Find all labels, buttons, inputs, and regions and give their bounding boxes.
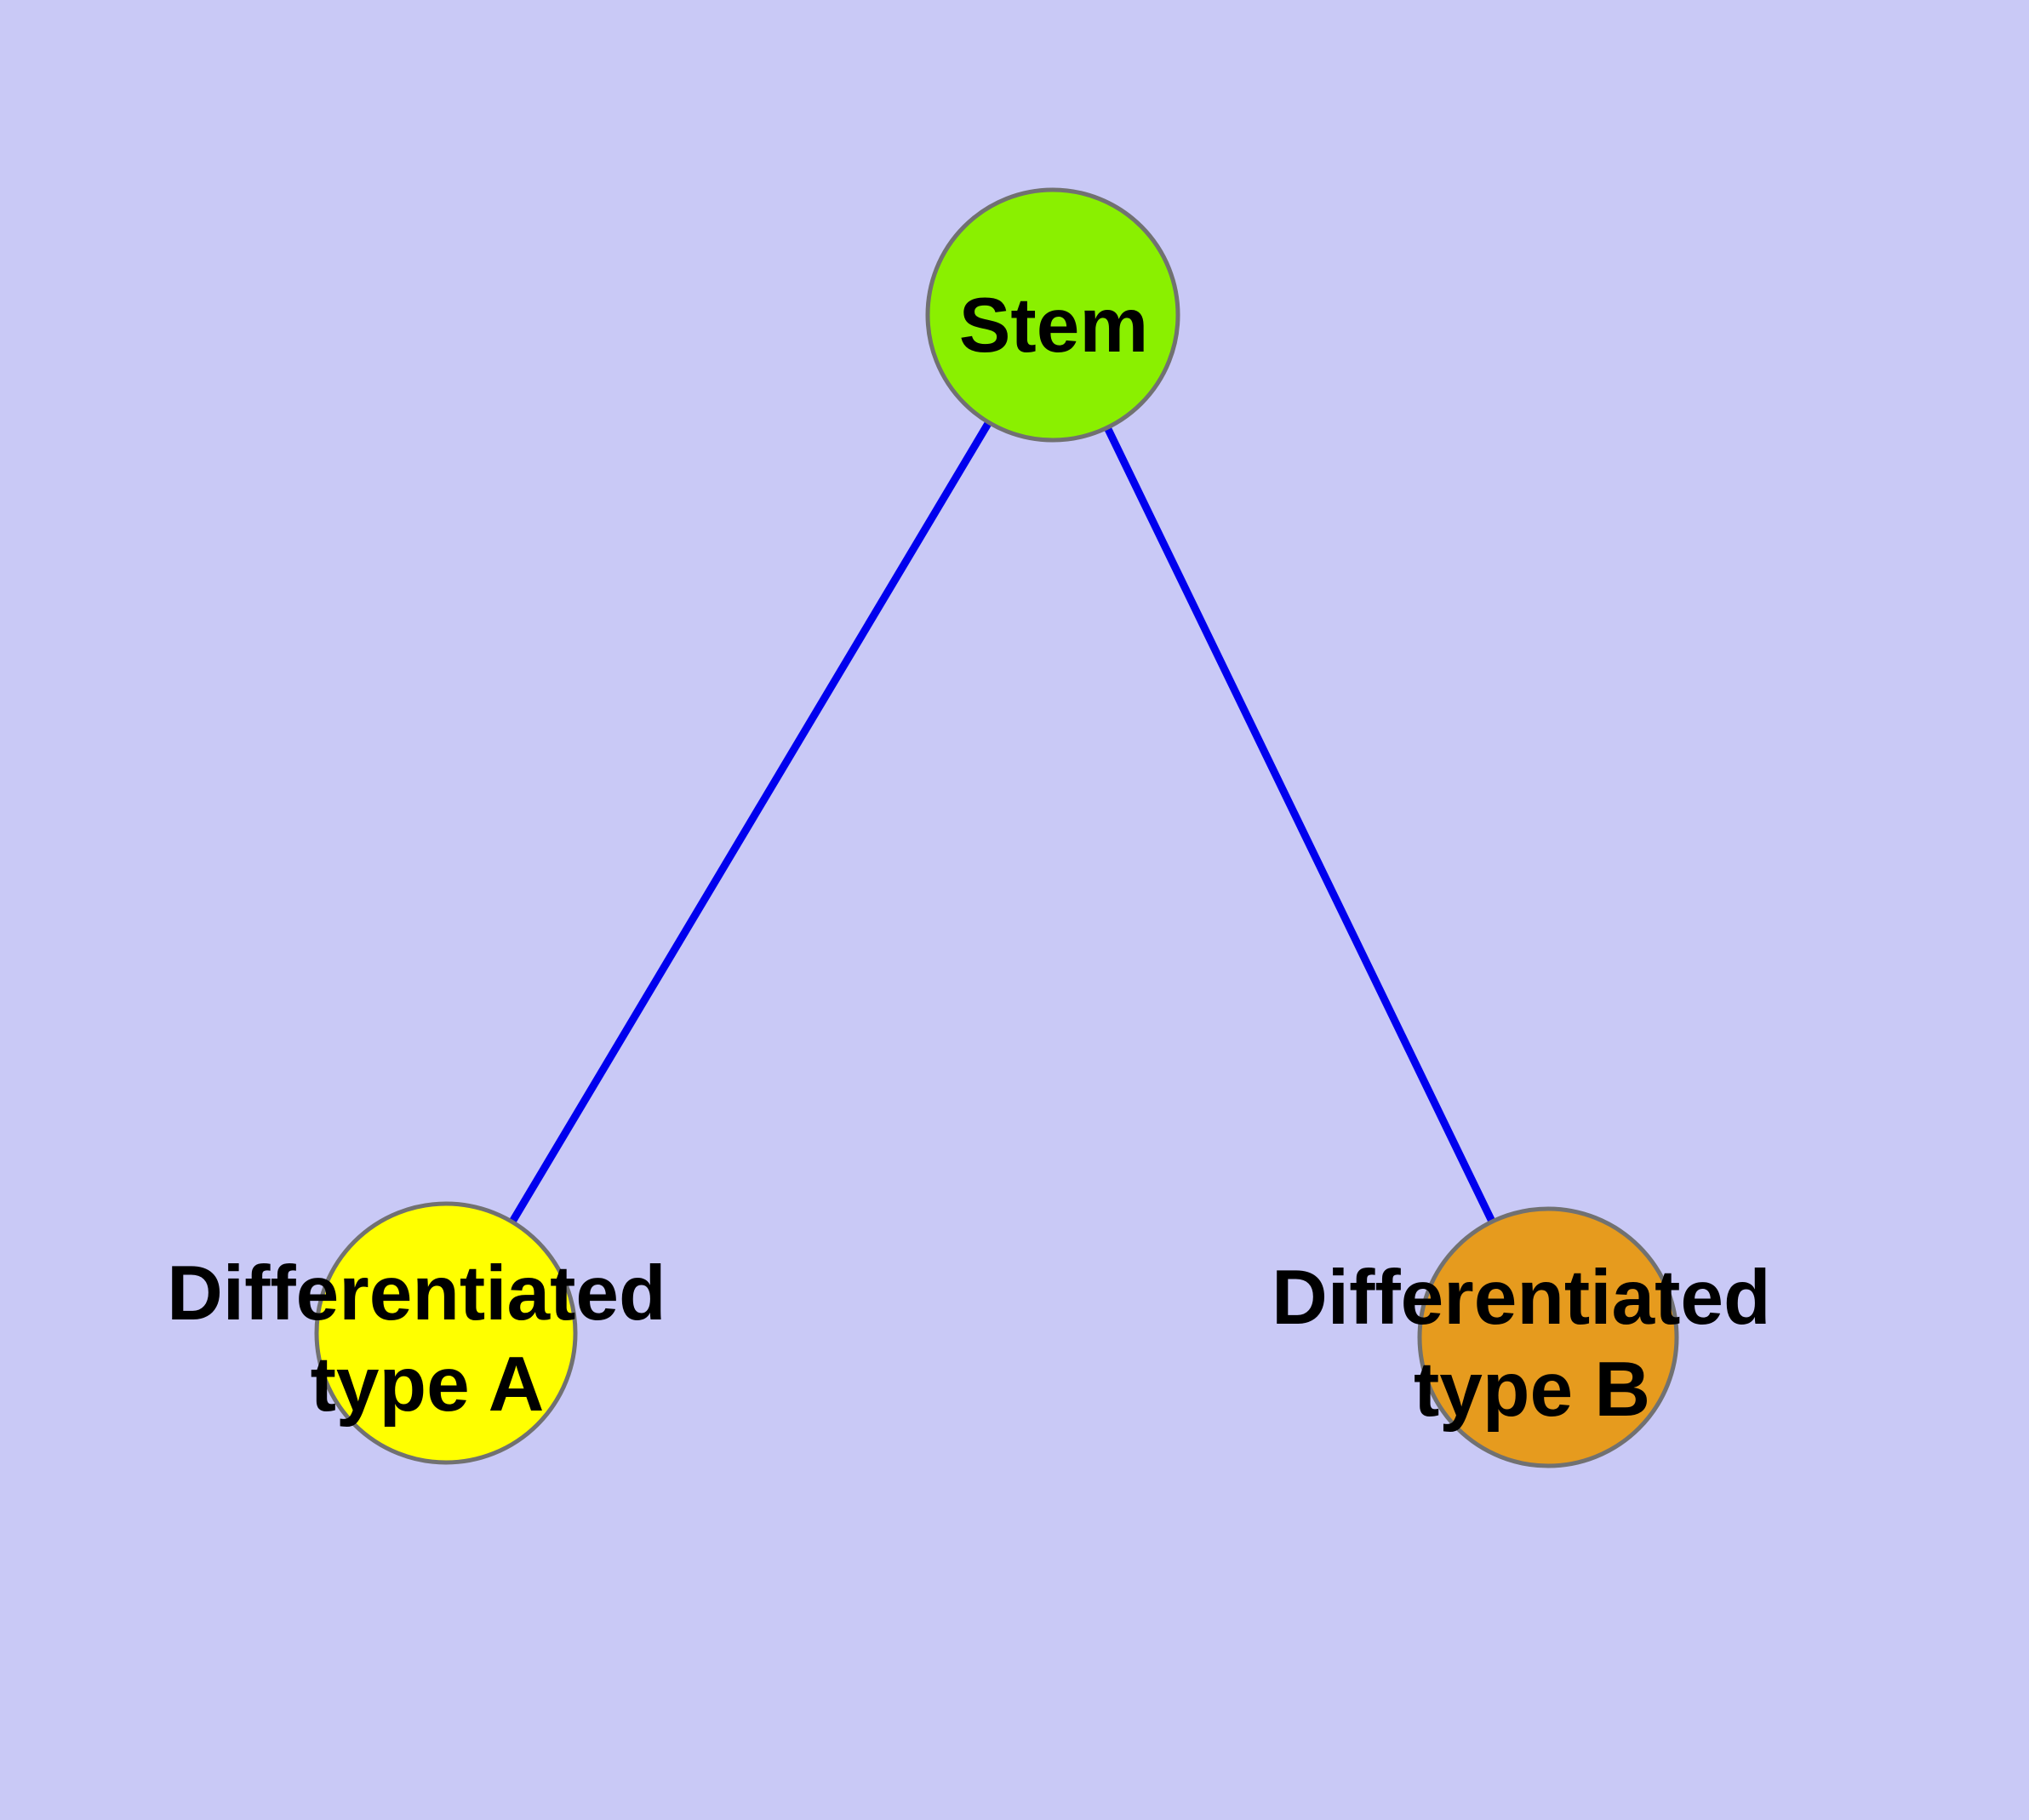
node-type-b-label-line-1: Differentiated xyxy=(1272,1255,1771,1341)
node-stem xyxy=(925,187,1180,443)
node-type-a-label: Differentiated type A xyxy=(167,1251,688,1428)
node-type-b-label-line-2: type B xyxy=(1414,1347,1650,1433)
node-differentiated-type-a xyxy=(314,1201,578,1465)
edge-stem-to-type-b xyxy=(1049,313,1552,1339)
node-differentiated-type-b xyxy=(1417,1206,1679,1468)
node-type-b-label: Differentiated type B xyxy=(1272,1255,1792,1433)
node-stem-label: Stem xyxy=(959,283,1149,369)
edge-stem-to-type-a xyxy=(443,312,1056,1336)
node-type-a-label-line-2: type A xyxy=(311,1342,545,1428)
node-type-a-label-line-1: Differentiated xyxy=(167,1251,666,1336)
